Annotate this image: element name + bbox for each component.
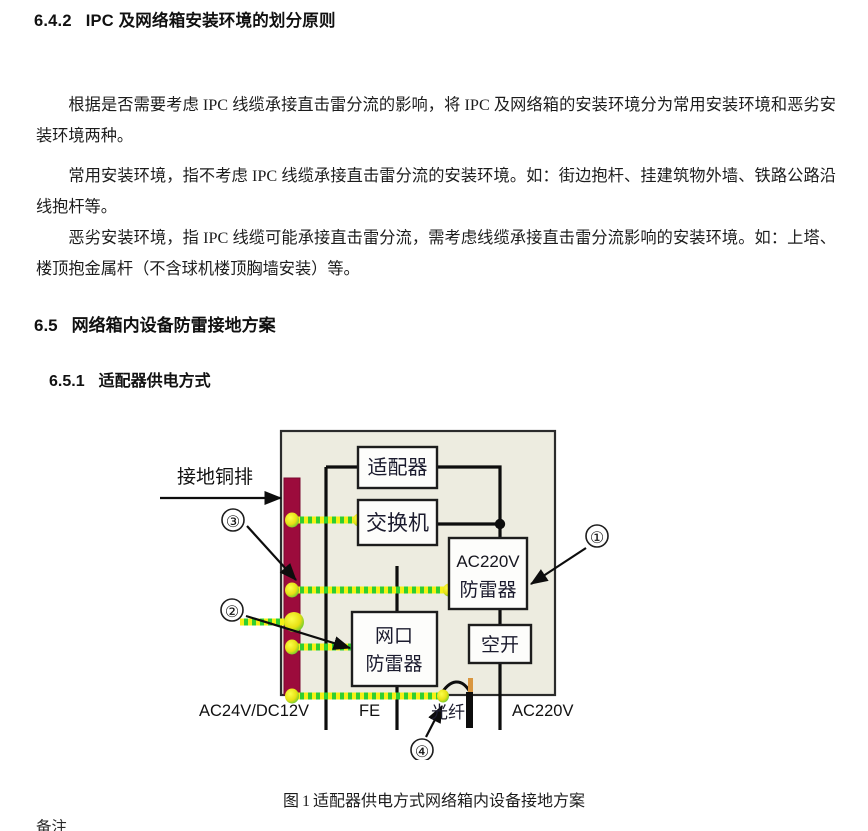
- callout-2: ②: [220, 598, 352, 650]
- callout-3-label: ③: [226, 514, 240, 531]
- box-switch[interactable]: [356, 498, 439, 547]
- callout-3: ③: [221, 508, 297, 581]
- box-ac220v-spd-line1: AC220V: [456, 552, 520, 571]
- label-grounding-busbar: 接地铜排: [177, 466, 253, 488]
- heading-6-5-1: 6.5.1 适配器供电方式: [49, 367, 211, 391]
- fiber-connector: [468, 678, 473, 694]
- heading-6-5-1-title: 适配器供电方式: [98, 373, 211, 390]
- callout-4-label: ④: [415, 744, 429, 760]
- heading-6-5-1-number: 6.5.1: [49, 373, 85, 390]
- heading-6-4-2: 6.4.2 IPC 及网络箱安装环境的划分原则: [34, 7, 336, 31]
- box-netport-spd[interactable]: [350, 610, 439, 688]
- busbar-lugs: [284, 512, 304, 704]
- figure-grounding-diagram: 适配器 交换机 AC220V 防雷器 网口 防雷器 空开 接地铜排 ③: [0, 420, 868, 760]
- paragraph-1: 根据是否需要考虑 IPC 线缆承接直击雷分流的影响，将 IPC 及网络箱的安装环…: [36, 96, 836, 146]
- figure-caption-number: 1: [302, 793, 310, 810]
- bottom-cut-text: 备注: [36, 819, 68, 831]
- figure-caption-prefix: 图: [282, 793, 299, 810]
- heading-6-5-number: 6.5: [34, 316, 58, 335]
- label-fiber: 光纤: [431, 703, 465, 722]
- callout-2-label: ②: [225, 604, 239, 621]
- callout-4: ④: [410, 705, 443, 760]
- paragraph-3: 恶劣安装环境，指 IPC 线缆可能承接直击雷分流，需考虑线缆承接直击雷分流影响的…: [36, 229, 836, 279]
- box-netport-spd-line2: 防雷器: [365, 653, 422, 675]
- label-ac24v-dc12v: AC24V/DC12V: [199, 702, 309, 720]
- box-breaker-label: 空开: [481, 634, 519, 656]
- heading-6-5: 6.5 网络箱内设备防雷接地方案: [34, 311, 276, 336]
- callout-1-label: ①: [590, 530, 604, 547]
- figure-caption-text: 适配器供电方式网络箱内设备接地方案: [313, 793, 586, 810]
- paragraph-2: 常用安装环境，指不考虑 IPC 线缆承接直击雷分流的安装环境。如：街边抱杆、挂建…: [36, 167, 836, 217]
- box-adapter[interactable]: [356, 445, 439, 490]
- box-ac220v-spd-line2: 防雷器: [459, 579, 516, 601]
- heading-6-4-2-number: 6.4.2: [34, 12, 72, 30]
- fiber-terminal-block: [466, 692, 473, 728]
- box-netport-spd-line1: 网口: [375, 626, 413, 647]
- heading-6-4-2-title: IPC 及网络箱安装环境的划分原则: [85, 12, 336, 30]
- label-ac220v-bottom: AC220V: [512, 702, 573, 720]
- label-fe: FE: [359, 702, 380, 720]
- box-adapter-label: 适配器: [368, 456, 428, 479]
- box-breaker[interactable]: [467, 623, 533, 665]
- box-switch-label: 交换机: [366, 511, 429, 535]
- callout-1: ①: [530, 524, 609, 585]
- heading-6-5-title: 网络箱内设备防雷接地方案: [71, 316, 276, 335]
- device-boxes: 适配器 交换机 AC220V 防雷器 网口 防雷器 空开: [350, 445, 533, 688]
- wire-junction-dot: [494, 518, 506, 530]
- box-ac220v-spd[interactable]: [447, 536, 529, 611]
